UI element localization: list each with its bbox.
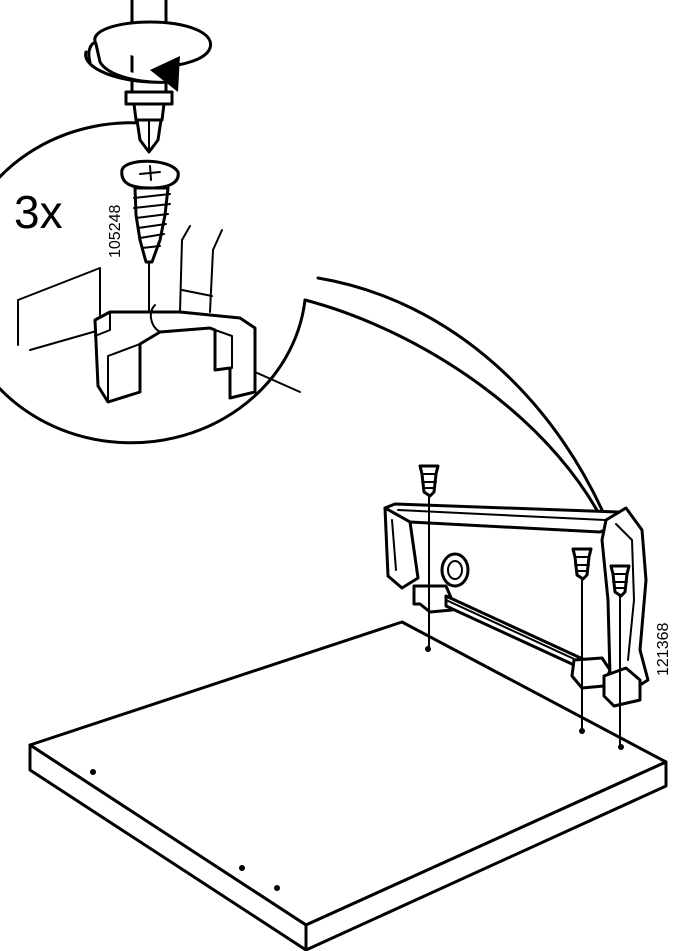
board-hole — [90, 769, 96, 775]
detail-bracket-clip — [93, 225, 257, 404]
screw-icon — [609, 564, 631, 747]
detail-panel-edges — [17, 267, 301, 393]
quantity-label: 3x — [14, 186, 63, 238]
screw-icon — [120, 159, 180, 313]
bracket-frame — [383, 502, 650, 708]
screw-part-number: 105248 — [107, 205, 124, 258]
board-hole — [239, 865, 245, 871]
bracket-part-number: 121368 — [655, 623, 672, 676]
screw-icon — [418, 464, 440, 649]
screwdriver-rotate-icon — [84, 0, 212, 154]
screw-icon — [571, 547, 593, 731]
board-hole — [274, 885, 280, 891]
board-panel — [28, 620, 668, 951]
